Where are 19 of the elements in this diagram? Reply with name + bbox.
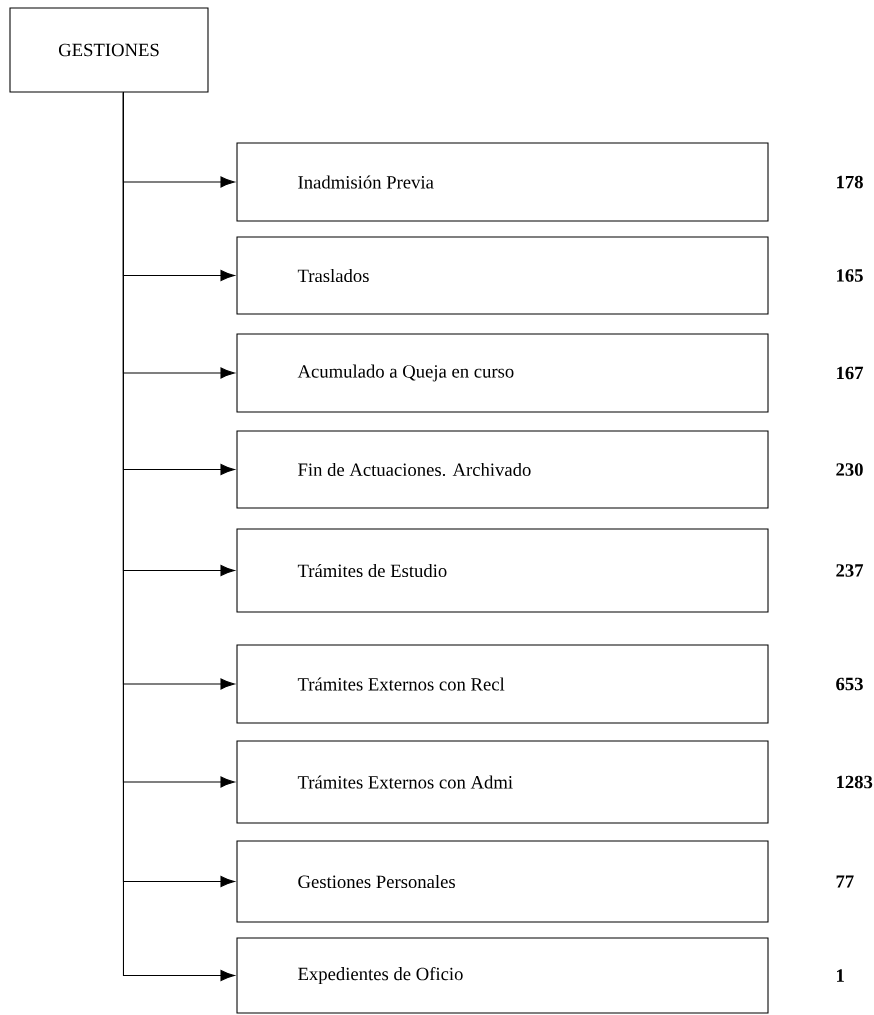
category-box: Traslados bbox=[236, 236, 769, 315]
count-value: 653 bbox=[836, 677, 863, 691]
category-box: Expedientes de Oficio bbox=[236, 937, 769, 1014]
count-value: 77 bbox=[836, 875, 854, 888]
category-box: Fin de Actuaciones. Archivado bbox=[236, 430, 769, 509]
heading-box: GESTIONES bbox=[9, 7, 209, 93]
category-box: Inadmisión Previa bbox=[236, 142, 769, 222]
count-value: 1 bbox=[837, 969, 844, 982]
category-box: Trámites de Estudio bbox=[236, 528, 769, 613]
count-value: 167 bbox=[837, 366, 864, 380]
category-box: Acumulado a Queja en curso bbox=[236, 333, 769, 413]
count-value: 165 bbox=[837, 269, 863, 282]
category-box: Gestiones Personales bbox=[236, 840, 769, 923]
category-box: Trámites Externos con Recl bbox=[236, 644, 769, 724]
category-box: Trámites Externos con Admi bbox=[236, 740, 769, 824]
count-value: 178 bbox=[837, 175, 863, 189]
count-value: 237 bbox=[836, 564, 864, 577]
count-value: 1283 bbox=[837, 775, 873, 789]
count-value: 230 bbox=[836, 463, 863, 476]
